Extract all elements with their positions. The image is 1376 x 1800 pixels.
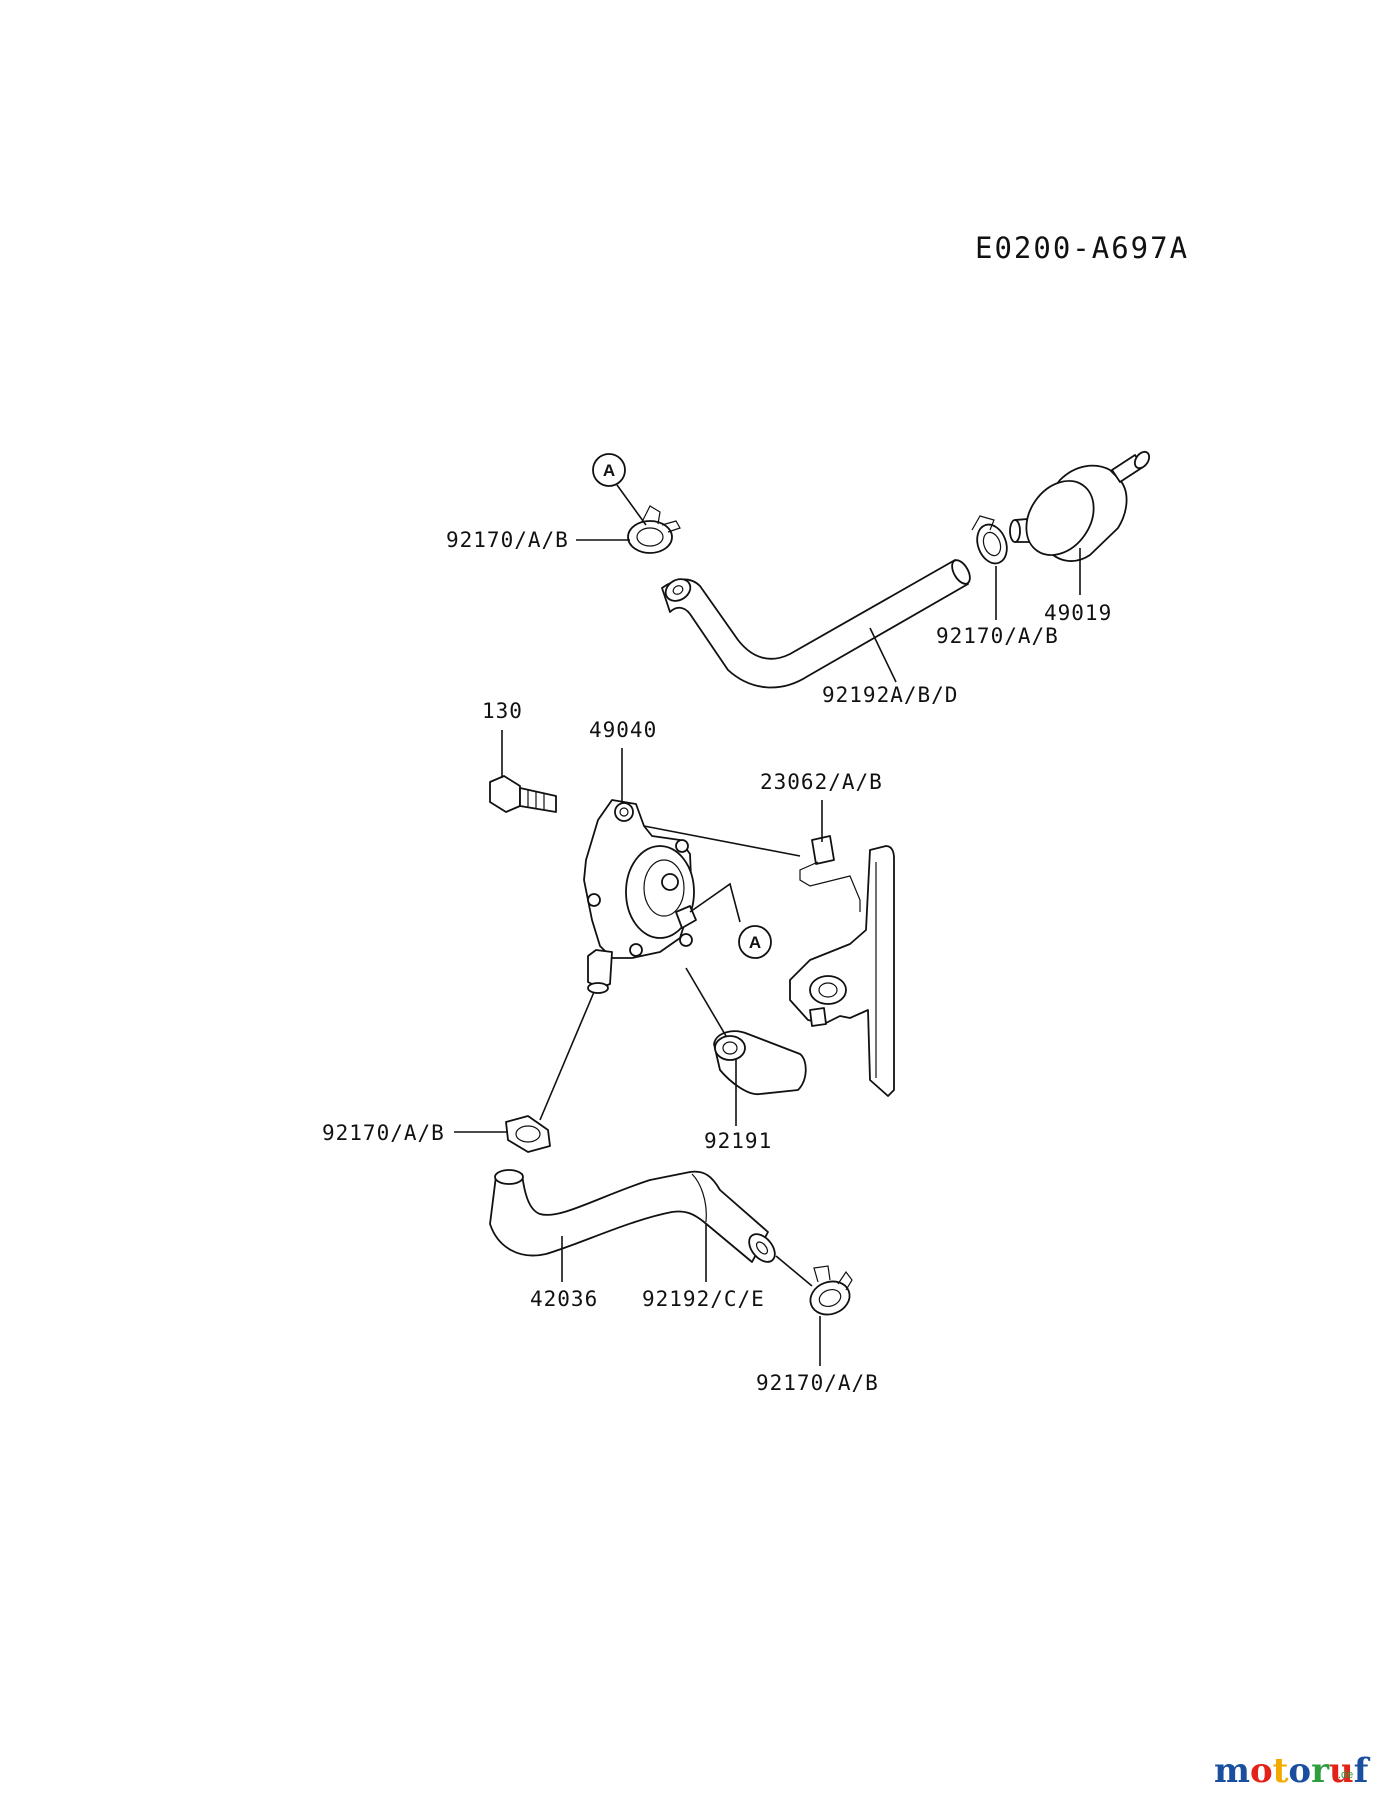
hose-clamp-top-right xyxy=(971,515,1008,565)
svg-text:.de: .de xyxy=(1338,1769,1353,1781)
leader-lines-top xyxy=(576,484,1081,683)
watermark-logo: motoruf .de xyxy=(1214,1751,1371,1791)
label-clamp-top-right: 92170/A/B xyxy=(936,624,1059,648)
label-pump: 49040 xyxy=(589,718,657,742)
mounting-bracket xyxy=(789,835,895,1097)
hose-clamp-mid-left xyxy=(505,1115,551,1153)
bolt xyxy=(489,775,557,813)
label-cap: 92191 xyxy=(704,1129,772,1153)
label-clamp-top-left: 92170/A/B xyxy=(446,528,569,552)
label-hose-bottom-right: 92192/C/E xyxy=(642,1287,765,1311)
fuel-filter xyxy=(1009,450,1151,562)
label-clamp-bottom: 92170/A/B xyxy=(756,1371,879,1395)
label-clamp-mid-left: 92170/A/B xyxy=(322,1121,445,1145)
svg-text:motoruf: motoruf xyxy=(1214,1751,1371,1791)
label-filter: 49019 xyxy=(1044,601,1112,625)
cap xyxy=(713,1030,807,1095)
label-bracket: 23062/A/B xyxy=(760,770,883,794)
label-bolt: 130 xyxy=(482,699,523,723)
fuel-hose-bottom xyxy=(489,1169,776,1263)
fuel-pump xyxy=(583,799,697,994)
label-hose-top: 92192A/B/D xyxy=(822,683,958,707)
callout-a-mid: A xyxy=(738,925,772,959)
hose-clamp-top-left xyxy=(627,505,681,554)
label-hose-bottom-left: 42036 xyxy=(530,1287,598,1311)
callout-a-top: A xyxy=(592,453,626,487)
svg-text:A: A xyxy=(749,933,761,952)
hose-clamp-bottom xyxy=(809,1265,853,1316)
diagram-code: E0200-A697A xyxy=(975,231,1189,265)
fuel-hose-top xyxy=(661,559,971,689)
svg-text:A: A xyxy=(603,461,615,480)
